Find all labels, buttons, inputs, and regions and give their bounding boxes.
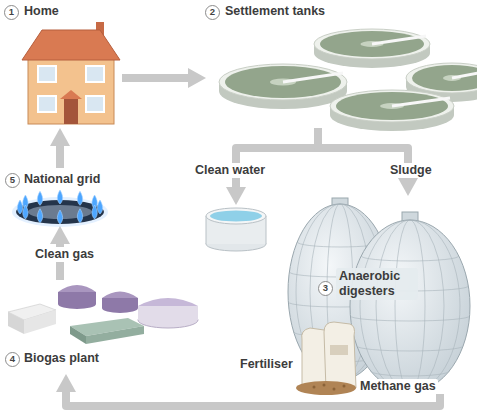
flow-arrow bbox=[122, 74, 196, 82]
sphere-gridline bbox=[361, 256, 459, 261]
house-illustration bbox=[22, 22, 120, 124]
house-window bbox=[86, 66, 104, 82]
plant-building bbox=[24, 310, 56, 334]
callout-number: 3 bbox=[318, 281, 333, 296]
fertiliser-pile bbox=[296, 381, 356, 395]
water-tank-illustration bbox=[206, 208, 266, 251]
stage-label: Anaerobic digesters bbox=[336, 268, 418, 300]
callout-number: 2 bbox=[205, 5, 220, 20]
gas-flame bbox=[17, 200, 22, 214]
tank bbox=[330, 90, 454, 131]
tank-rim bbox=[219, 64, 347, 100]
fertiliser-bag bbox=[324, 322, 356, 390]
gas-flame bbox=[77, 191, 82, 205]
tank-rim bbox=[314, 29, 430, 59]
flow-arrow bbox=[236, 128, 318, 195]
gas-flame bbox=[37, 209, 42, 223]
fertiliser-granule bbox=[333, 388, 336, 391]
tank bbox=[314, 29, 430, 68]
plant-building bbox=[86, 326, 144, 344]
gas-holder bbox=[58, 292, 96, 304]
fertiliser-granule bbox=[343, 385, 346, 388]
flow-arrow bbox=[56, 138, 64, 168]
gas-flame bbox=[97, 200, 102, 214]
bag-label bbox=[330, 345, 348, 355]
plant-building bbox=[70, 326, 86, 344]
gas-burner-illustration bbox=[12, 190, 108, 227]
callout-number: 5 bbox=[5, 173, 20, 188]
fertiliser-granule bbox=[313, 386, 316, 389]
stage-label: Fertiliser bbox=[240, 357, 293, 372]
pool-edge bbox=[206, 216, 207, 244]
tank-rim bbox=[330, 90, 454, 122]
tanks-illustration bbox=[219, 29, 477, 131]
fertiliser-stage: Fertiliser bbox=[296, 320, 358, 396]
house-roof bbox=[22, 30, 120, 60]
gas-flame bbox=[37, 191, 42, 205]
stage-label: Home bbox=[24, 4, 59, 19]
callout-number: 1 bbox=[4, 5, 19, 20]
stage-label: Clean water bbox=[193, 163, 267, 178]
grid-stage: 5 National grid bbox=[4, 168, 118, 226]
sphere-gridline bbox=[360, 220, 460, 392]
house-wall bbox=[28, 56, 114, 124]
tank-rim bbox=[406, 63, 477, 93]
pool-edge bbox=[266, 216, 267, 244]
tank-bridge bbox=[392, 98, 450, 106]
biogas-plant-illustration bbox=[8, 285, 198, 344]
home-stage: 1Home bbox=[18, 28, 122, 128]
gas-holder-dome bbox=[58, 285, 96, 292]
tank-bridge bbox=[452, 70, 477, 78]
house-window bbox=[86, 96, 104, 112]
stage-label: Biogas plant bbox=[24, 351, 99, 366]
gas-flame bbox=[23, 205, 28, 219]
tank-bridge bbox=[372, 36, 426, 44]
sphere-gridline bbox=[395, 220, 425, 392]
sphere-gridline bbox=[350, 316, 469, 321]
gas-holder bbox=[138, 306, 198, 320]
sphere-gridline bbox=[376, 220, 444, 392]
pool-water bbox=[210, 211, 262, 222]
digester-sphere bbox=[350, 220, 470, 392]
tank-bridge bbox=[283, 73, 343, 82]
flow-label: Sludge bbox=[388, 163, 434, 178]
fertiliser-granule bbox=[323, 384, 326, 387]
water-stage: Clean water bbox=[205, 205, 267, 253]
stage-label: National grid bbox=[24, 172, 100, 187]
sphere-gridline bbox=[357, 346, 463, 351]
tank bbox=[219, 64, 347, 109]
house-window bbox=[38, 96, 56, 112]
gas-holder-dome bbox=[138, 298, 198, 306]
flow-label: Clean gas bbox=[33, 247, 96, 262]
gas-flame bbox=[92, 205, 97, 219]
gas-holder bbox=[102, 298, 138, 308]
tank-water bbox=[412, 65, 477, 91]
sphere-gridline bbox=[371, 371, 450, 376]
house-window bbox=[38, 66, 56, 82]
gas-flame bbox=[57, 210, 62, 224]
plant-building bbox=[8, 312, 24, 334]
biogas-stage: 4 Biogas plant bbox=[4, 280, 202, 374]
digesters-stage: 3Anaerobic digesters bbox=[288, 196, 472, 394]
house-porch bbox=[60, 90, 82, 99]
house-door bbox=[64, 99, 78, 124]
gas-holder-dome bbox=[102, 292, 138, 299]
gas-flame bbox=[57, 190, 62, 204]
stage-label: Settlement tanks bbox=[225, 4, 325, 19]
pool-rim bbox=[206, 208, 266, 224]
flow-label: Methane gas bbox=[358, 379, 438, 394]
tanks-stage: 2Settlement tanks bbox=[206, 26, 477, 128]
digesters-illustration bbox=[288, 198, 470, 392]
callout-number: 4 bbox=[5, 352, 20, 367]
gas-flame bbox=[77, 209, 82, 223]
fertiliser-illustration bbox=[296, 322, 356, 395]
